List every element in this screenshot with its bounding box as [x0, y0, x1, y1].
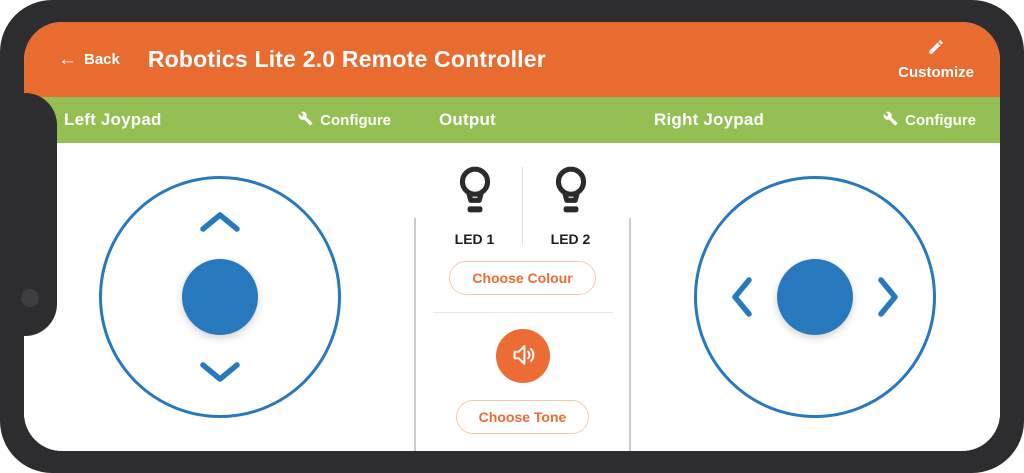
led-1-label: LED 1 [454, 231, 495, 247]
section-bar: Left Joypad Configure Output Right Joypa… [24, 97, 1000, 143]
phone-screen: ← Back Robotics Lite 2.0 Remote Controll… [24, 22, 1000, 451]
left-joypad[interactable] [98, 176, 341, 418]
right-joypad[interactable] [694, 176, 936, 418]
led-1: LED 1 [427, 165, 522, 247]
back-label: Back [84, 51, 120, 68]
chevron-up-icon[interactable] [199, 211, 241, 233]
left-joypad-section-header: Left Joypad Configure [24, 97, 415, 143]
right-configure-label: Configure [905, 111, 976, 129]
left-joypad-title: Left Joypad [64, 110, 162, 129]
output-panel: LED 1 LED 2 Choose Colour [415, 143, 630, 451]
right-joypad-section-header: Right Joypad Configure [630, 97, 1000, 143]
camera-lens [21, 289, 39, 307]
speaker-icon [508, 340, 538, 373]
output-title: Output [439, 110, 496, 129]
led-divider [522, 167, 523, 245]
panel-divider [414, 218, 416, 451]
customize-label: Customize [898, 64, 974, 81]
panel-divider [629, 218, 631, 451]
pencil-icon [927, 38, 945, 61]
lightbulb-icon [452, 165, 498, 222]
joystick-knob[interactable] [777, 259, 853, 335]
play-tone-button[interactable] [495, 329, 550, 383]
output-section-header: Output [415, 97, 630, 143]
chevron-down-icon[interactable] [199, 361, 241, 383]
choose-tone-button[interactable]: Choose Tone [455, 400, 590, 434]
page-title: Robotics Lite 2.0 Remote Controller [147, 46, 546, 72]
lightbulb-icon [548, 165, 594, 222]
chevron-left-icon[interactable] [731, 276, 753, 318]
wrench-icon [883, 111, 898, 130]
back-button[interactable]: ← Back [58, 50, 120, 69]
chevron-right-icon[interactable] [877, 276, 899, 318]
left-configure-label: Configure [320, 111, 391, 129]
customize-button[interactable]: Customize [898, 38, 974, 81]
led-row: LED 1 LED 2 [427, 165, 618, 247]
led-2: LED 2 [523, 165, 618, 247]
left-joypad-panel [24, 143, 415, 451]
content-area: LED 1 LED 2 Choose Colour [24, 143, 1000, 451]
joystick-knob[interactable] [181, 259, 258, 335]
right-configure-button[interactable]: Configure [883, 111, 976, 130]
right-joypad-title: Right Joypad [654, 110, 765, 129]
choose-colour-button[interactable]: Choose Colour [449, 261, 596, 295]
right-joypad-panel [630, 143, 1000, 451]
left-configure-button[interactable]: Configure [298, 111, 391, 130]
back-arrow-icon: ← [58, 49, 77, 70]
wrench-icon [298, 111, 313, 130]
output-divider [432, 312, 613, 313]
led-2-label: LED 2 [550, 231, 591, 247]
camera-notch [0, 93, 57, 336]
app-header: ← Back Robotics Lite 2.0 Remote Controll… [24, 22, 1000, 97]
